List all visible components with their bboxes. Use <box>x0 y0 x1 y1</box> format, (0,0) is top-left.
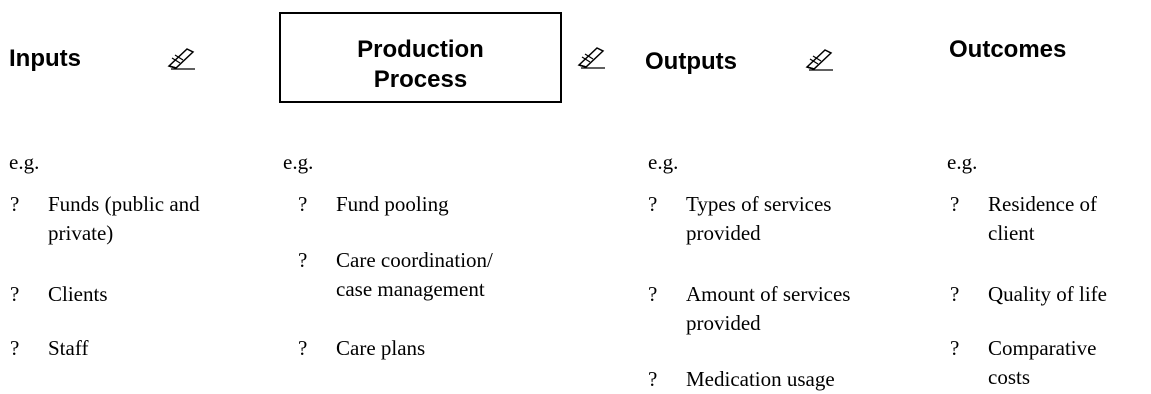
production-process-line-1: Production <box>357 36 484 63</box>
bullet-icon: ? <box>648 367 658 391</box>
writing-hand-icon <box>167 48 195 70</box>
list-item-text: Care plans <box>336 334 425 363</box>
bullet-icon: ? <box>950 282 960 306</box>
outputs-heading: Outputs <box>645 48 737 75</box>
bullet-icon: ? <box>298 248 308 272</box>
list-item-text: Amount of services provided <box>686 280 850 338</box>
list-item-text: Funds (public and private) <box>48 190 200 248</box>
writing-hand-icon <box>805 49 833 71</box>
list-item-text: Clients <box>48 280 108 309</box>
list-item-line: Amount of services <box>686 282 851 306</box>
bullet-icon: ? <box>298 192 308 216</box>
list-item-line: client <box>988 221 1035 245</box>
list-item-text: Fund pooling <box>336 190 449 219</box>
writing-hand-icon <box>577 47 605 69</box>
bullet-icon: ? <box>10 192 20 216</box>
inputs-eg-label: e.g. <box>9 150 40 174</box>
list-item-line: Fund pooling <box>336 192 449 216</box>
inputs-heading: Inputs <box>9 45 81 72</box>
outcomes-eg-label: e.g. <box>947 150 978 174</box>
list-item-line: costs <box>988 365 1030 389</box>
bullet-icon: ? <box>648 192 658 216</box>
bullet-icon: ? <box>10 336 20 360</box>
list-item-text: Care coordination/ case management <box>336 246 493 304</box>
production-process-heading: Production Process <box>281 35 560 95</box>
list-item-line: Types of services <box>686 192 832 216</box>
list-item-text: Quality of life <box>988 280 1107 309</box>
list-item-text: Residence of client <box>988 190 1097 248</box>
list-item-line: provided <box>686 311 761 335</box>
list-item-line: Care plans <box>336 336 426 360</box>
list-item-text: Medication usage <box>686 365 835 394</box>
outputs-eg-label: e.g. <box>648 150 679 174</box>
bullet-icon: ? <box>950 336 960 360</box>
production-process-line-2: Process <box>373 66 468 93</box>
list-item-line: Clients <box>48 282 108 306</box>
list-item-line: Funds (public and <box>48 192 200 216</box>
list-item-line: case management <box>336 277 485 301</box>
list-item-text: Comparative costs <box>988 334 1096 392</box>
list-item-line: Quality of life <box>988 282 1107 306</box>
list-item-line: Medication usage <box>686 367 835 391</box>
list-item-line: Staff <box>48 336 89 360</box>
bullet-icon: ? <box>10 282 20 306</box>
list-item-text: Types of services provided <box>686 190 831 248</box>
list-item-line: private) <box>48 221 114 245</box>
bullet-icon: ? <box>648 282 658 306</box>
bullet-icon: ? <box>298 336 308 360</box>
list-item-line: provided <box>686 221 761 245</box>
list-item-line: Care coordination/ <box>336 248 493 272</box>
list-item-text: Staff <box>48 334 88 363</box>
list-item-line: Residence of <box>988 192 1098 216</box>
list-item-line: Comparative <box>988 336 1097 360</box>
production-process-box: Production Process <box>279 12 562 103</box>
process-eg-label: e.g. <box>283 150 314 174</box>
outcomes-heading: Outcomes <box>949 36 1067 63</box>
bullet-icon: ? <box>950 192 960 216</box>
